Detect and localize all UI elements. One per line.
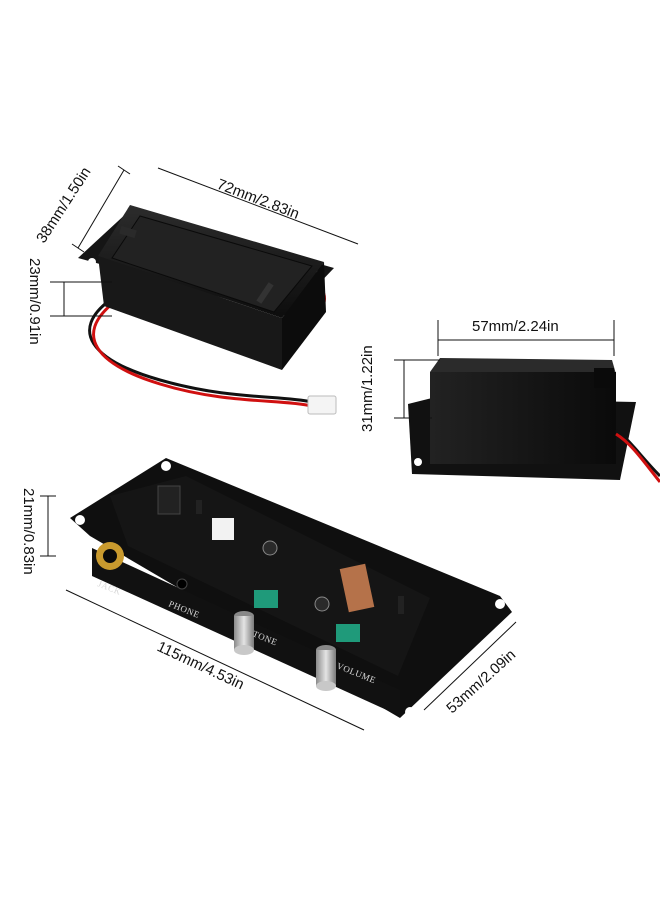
preamp-board: JACK PHONE TONE VOLUME xyxy=(70,458,512,718)
dim-panel-thickness: 21mm/0.83in xyxy=(20,488,56,575)
label-box-height: 23mm/0.91in xyxy=(26,258,43,345)
label-box-width: 72mm/2.83in xyxy=(215,176,302,223)
label-panel-thickness: 21mm/0.83in xyxy=(20,488,37,575)
volume-knob xyxy=(316,645,336,691)
label-cover-width: 57mm/2.24in xyxy=(472,318,559,335)
battery-box-closed xyxy=(408,358,660,483)
label-cover-height: 31mm/1.22in xyxy=(359,345,376,432)
battery-box-open xyxy=(78,205,337,415)
dim-box-height: 23mm/0.91in xyxy=(26,258,112,345)
tone-knob xyxy=(234,611,254,655)
label-panel-length: 115mm/4.53in xyxy=(154,638,246,693)
dim-cover-height: 31mm/1.22in xyxy=(359,345,440,432)
label-box-depth: 38mm/1.50in xyxy=(33,164,94,246)
dim-cover-width: 57mm/2.24in xyxy=(437,318,615,356)
